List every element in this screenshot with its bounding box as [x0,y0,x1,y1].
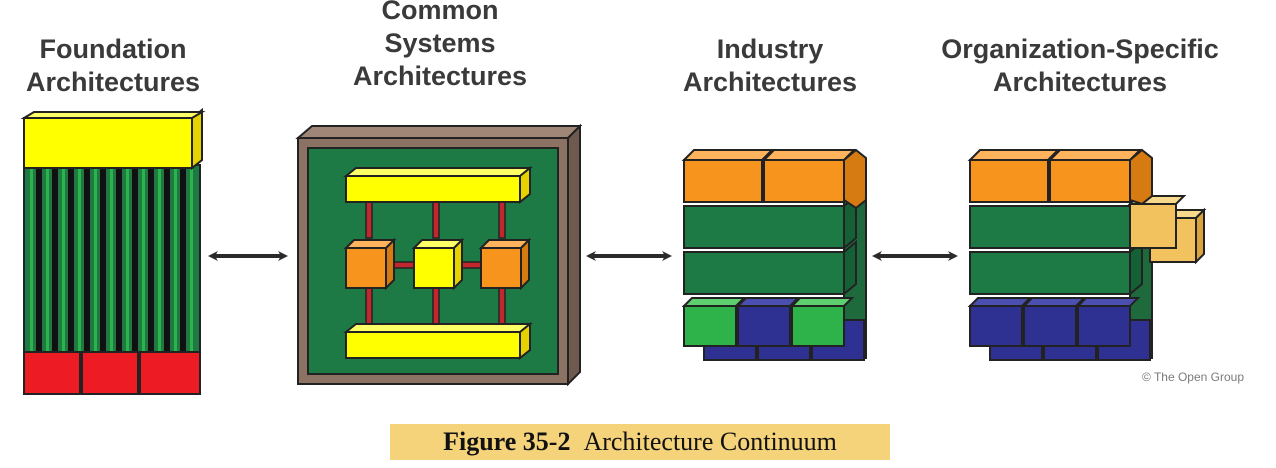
middle-block-yellow [413,247,455,289]
organization-specific-architectures-heading: Organization-Specific Architectures [910,33,1250,99]
heading-line: Organization-Specific [941,34,1219,64]
common-systems-architectures-heading: Common Systems Architectures [290,0,590,93]
figure-number: Figure 35-2 [443,427,571,456]
heading-line: Architectures [682,67,858,97]
foundation-base-block [139,351,201,395]
tan-block [1129,203,1177,249]
green-block [683,305,737,347]
green-block [791,305,845,347]
dark-green-bar [969,251,1131,295]
foundation-top-block-side [191,107,203,171]
navy-block [737,305,791,347]
dark-green-bar [969,205,1131,249]
navy-block [969,305,1023,347]
foundation-base-block [81,351,139,395]
figure-title: Architecture Continuum [583,427,837,456]
heading-line: Architectures [992,67,1168,97]
navy-block [1077,305,1131,347]
industry-architectures-heading: Industry Architectures [640,33,900,99]
foundation-architecture-graphic [20,107,206,395]
common-systems-architecture-graphic [295,123,583,387]
middle-block-orange [480,247,522,289]
orange-block [763,159,845,203]
foundation-top-block [23,117,193,169]
architecture-continuum-diagram [20,107,1207,395]
orange-block [1049,159,1131,203]
heading-line: Architectures [352,61,528,91]
heading-line: Systems [384,28,496,58]
foundation-pillar-dividers [36,165,186,355]
frame-side-edge [567,123,581,387]
heading-line: Architectures [25,67,201,97]
heading-line: Foundation [39,34,187,64]
navy-block [1023,305,1077,347]
organization-specific-architecture-graphic [967,148,1207,361]
middle-block-orange [345,247,387,289]
bottom-bar [345,331,521,359]
figure-caption: Figure 35-2 Architecture Continuum [390,424,890,460]
foundation-architectures-heading: Foundation Architectures [0,33,226,99]
dark-green-bar [683,205,845,249]
heading-line: Industry [716,34,824,64]
frame-top-edge [295,125,583,139]
industry-architecture-graphic [681,148,867,361]
heading-line: Common [381,0,499,25]
dark-green-bar [683,251,845,295]
copyright-notice: © The Open Group [1142,370,1245,384]
top-bar [345,175,521,203]
orange-block [683,159,763,203]
orange-block [969,159,1049,203]
foundation-base-block [23,351,81,395]
